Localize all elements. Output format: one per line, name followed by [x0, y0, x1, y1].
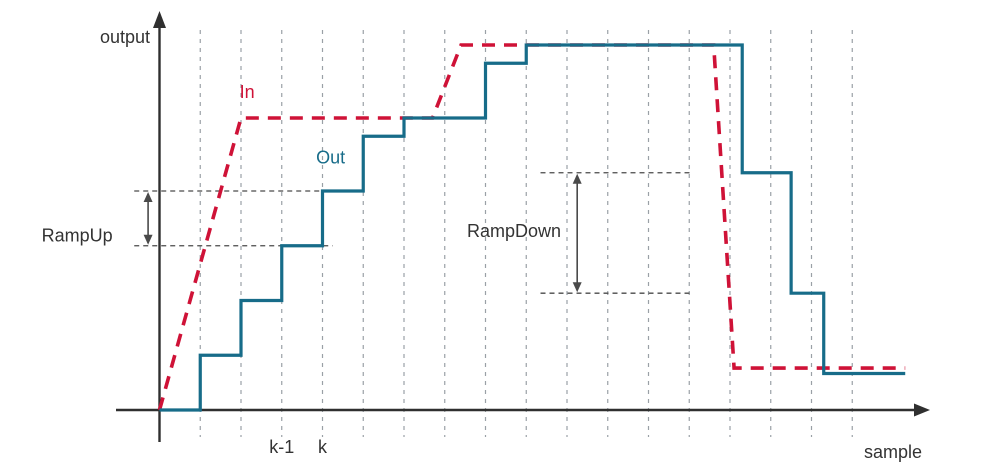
rampup-label: RampUp: [42, 226, 113, 246]
y-axis-arrow: [153, 11, 166, 28]
rampup-arrowhead-down: [143, 234, 153, 245]
x-axis-arrow: [914, 403, 930, 417]
rampdown-label: RampDown: [467, 221, 561, 241]
rampup-arrowhead-up: [143, 192, 153, 202]
x-tick-label: k-1: [269, 437, 294, 457]
series-out: [159, 43, 906, 412]
series-label-in: In: [240, 82, 255, 102]
y-axis-label: output: [100, 27, 150, 47]
x-axis-label: sample: [864, 442, 922, 462]
rampdown-arrowhead-down: [572, 282, 582, 293]
rampdown-arrowhead-up: [572, 173, 582, 184]
x-tick-label: k: [318, 437, 328, 457]
series-in: [157, 43, 906, 411]
series-label-out: Out: [316, 148, 345, 168]
